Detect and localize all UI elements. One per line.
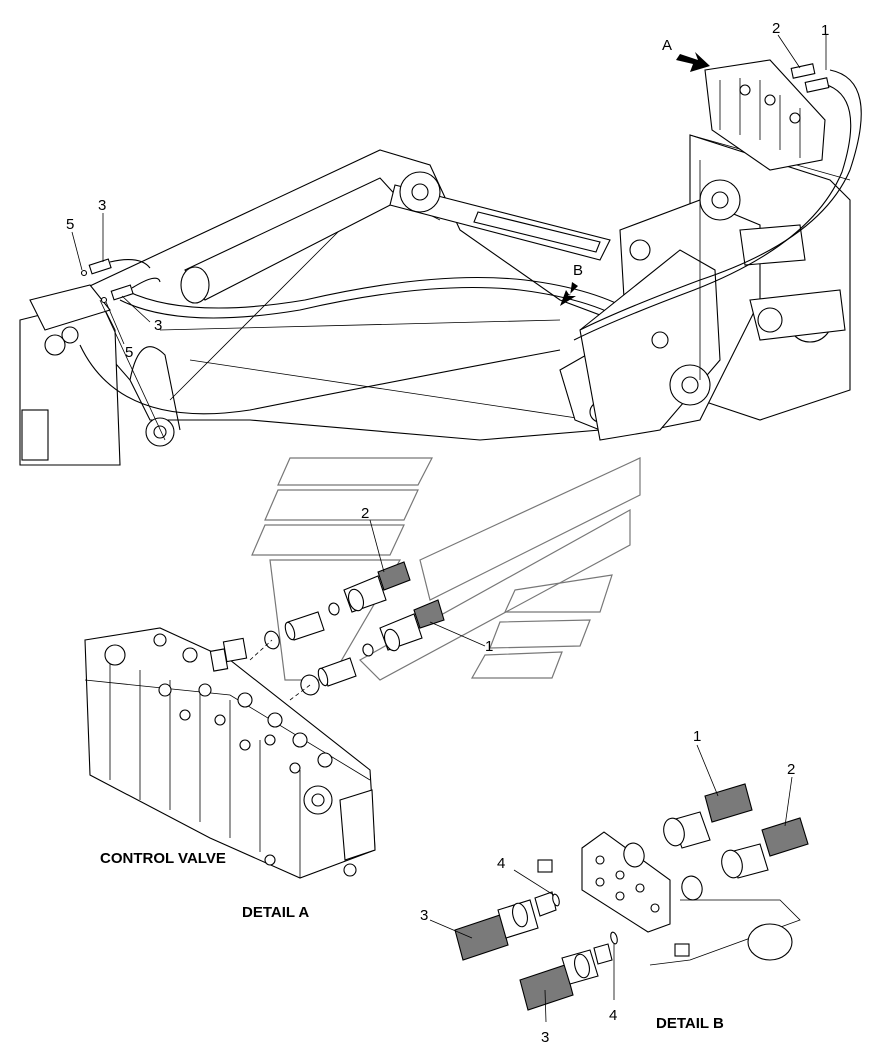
watermark-logo [251, 457, 641, 681]
control-valve-caption: CONTROL VALVE [100, 850, 226, 867]
overview-leaders [71, 34, 827, 345]
overview-callout-1: 1 [821, 22, 829, 39]
view-arrow-a [676, 52, 710, 72]
detail-a-fittings [249, 561, 445, 701]
detail-a-control-valve [84, 627, 376, 879]
detail-b-callout-1: 1 [693, 728, 701, 745]
detail-a-callout-2: 2 [361, 505, 369, 522]
overview-hoses [573, 63, 862, 341]
detail-b-parts [454, 783, 809, 1011]
overview-callout-3-lower: 3 [154, 317, 162, 334]
detail-a-caption: DETAIL A [242, 904, 309, 921]
overview-callout-2: 2 [772, 20, 780, 37]
detail-b-leaders [429, 744, 793, 1023]
overview-callout-3-upper: 3 [98, 197, 106, 214]
detail-b-bracket [537, 831, 801, 966]
boom-assembly [19, 149, 646, 466]
overview-callout-5-upper: 5 [66, 216, 74, 233]
view-arrow-a-label: A [662, 37, 672, 54]
swing-frame [579, 134, 851, 441]
detail-b-callout-3-upper: 3 [420, 907, 428, 924]
control-valve-overview [704, 59, 826, 171]
overview-callout-5-lower: 5 [125, 344, 133, 361]
detail-b-callout-4-lower: 4 [609, 1007, 617, 1024]
detail-b-callout-2: 2 [787, 761, 795, 778]
detail-a-callout-1: 1 [485, 638, 493, 655]
view-arrow-b-label: B [573, 262, 583, 279]
detail-a-leaders [369, 519, 486, 647]
detail-b-caption: DETAIL B [656, 1015, 724, 1032]
detail-b-callout-3-lower: 3 [541, 1029, 549, 1046]
detail-b-callout-4-upper: 4 [497, 855, 505, 872]
view-arrow-b [560, 282, 578, 306]
overview-left-fittings [80, 258, 161, 304]
